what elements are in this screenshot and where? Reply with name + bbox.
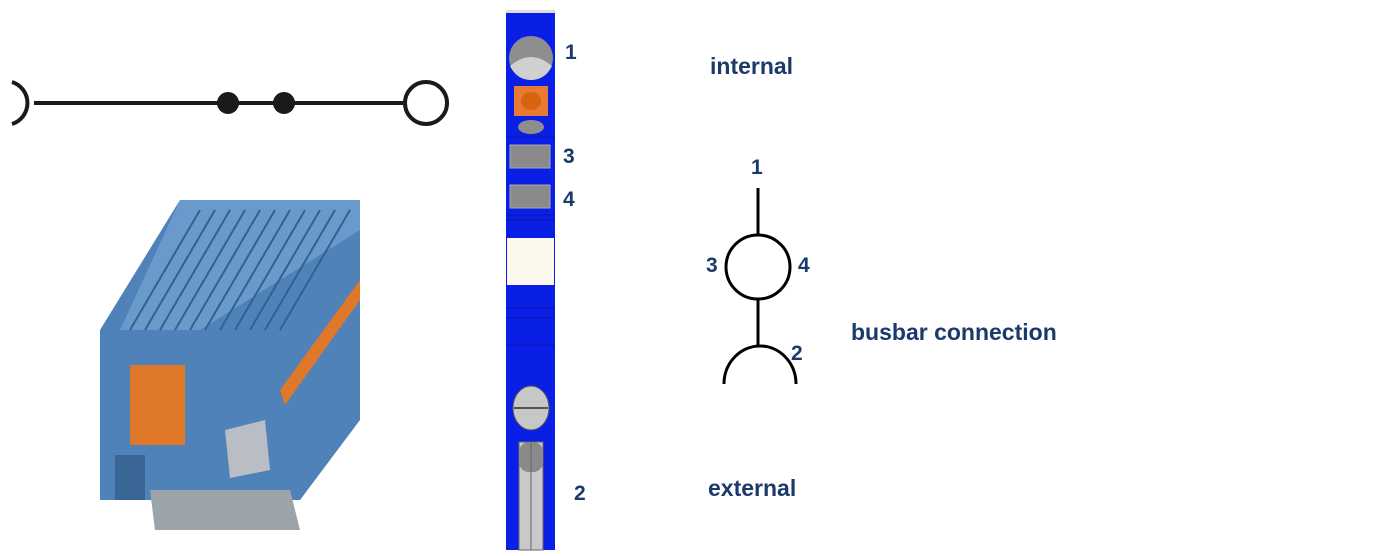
circuit-symbol xyxy=(11,80,449,126)
contact-3 xyxy=(509,144,551,169)
terminal-strip-side-view xyxy=(506,10,555,551)
strip-label-4: 4 xyxy=(563,188,575,211)
busbar-symbol xyxy=(722,188,798,385)
external-label: external xyxy=(708,475,797,501)
symbol-label-1: 1 xyxy=(751,156,763,179)
strip-label-3: 3 xyxy=(563,145,575,168)
marker-field xyxy=(507,238,554,285)
strip-label-1: 1 xyxy=(565,41,577,64)
contact-4 xyxy=(509,184,551,209)
symbol-label-4: 4 xyxy=(798,254,810,277)
strip-label-2: 2 xyxy=(574,482,586,505)
symbol-label-2: 2 xyxy=(791,342,803,365)
junction-dot xyxy=(273,92,295,114)
terminal-block-image xyxy=(100,200,360,530)
junction-dot xyxy=(217,92,239,114)
orange-lever xyxy=(130,365,185,445)
receptacle-arc xyxy=(11,80,30,126)
terminal-circle xyxy=(403,80,449,126)
busbar-connection-label: busbar connection xyxy=(851,319,1057,345)
internal-label: internal xyxy=(710,53,794,79)
symbol-label-3: 3 xyxy=(706,254,718,277)
